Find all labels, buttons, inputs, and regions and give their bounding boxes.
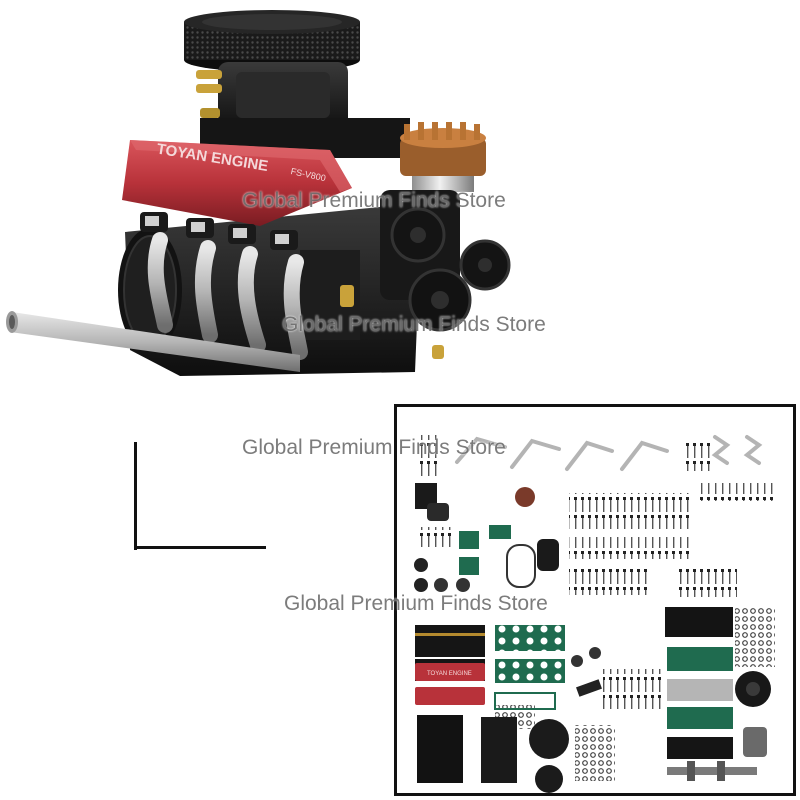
watermark-1: Global Premium Finds Store	[242, 189, 506, 212]
assembled-engine-image: TOYAN ENGINE FS-V800	[6, 10, 511, 376]
distributor	[400, 122, 486, 192]
exhaust-tailpipe	[6, 311, 300, 372]
bracket-horizontal	[134, 546, 266, 549]
bracket-vertical	[134, 442, 137, 550]
kit-exhaust-pieces	[455, 435, 763, 471]
kit-valve-cover-label: TOYAN ENGINE	[427, 671, 472, 677]
intake-manifold	[196, 62, 348, 132]
kit-parts-panel: TOYAN ENGINE	[394, 404, 796, 796]
watermark-3: Global Premium Finds Store	[242, 436, 506, 459]
watermark-4: Global Premium Finds Store	[284, 592, 548, 615]
front-pulleys	[380, 190, 511, 332]
valve-cover: TOYAN ENGINE FS-V800	[122, 140, 352, 226]
kit-parts-image: TOYAN ENGINE	[414, 435, 777, 793]
watermark-2: Global Premium Finds Store	[282, 313, 546, 336]
exhaust-headers	[147, 232, 308, 360]
spark-plugs	[140, 212, 298, 250]
